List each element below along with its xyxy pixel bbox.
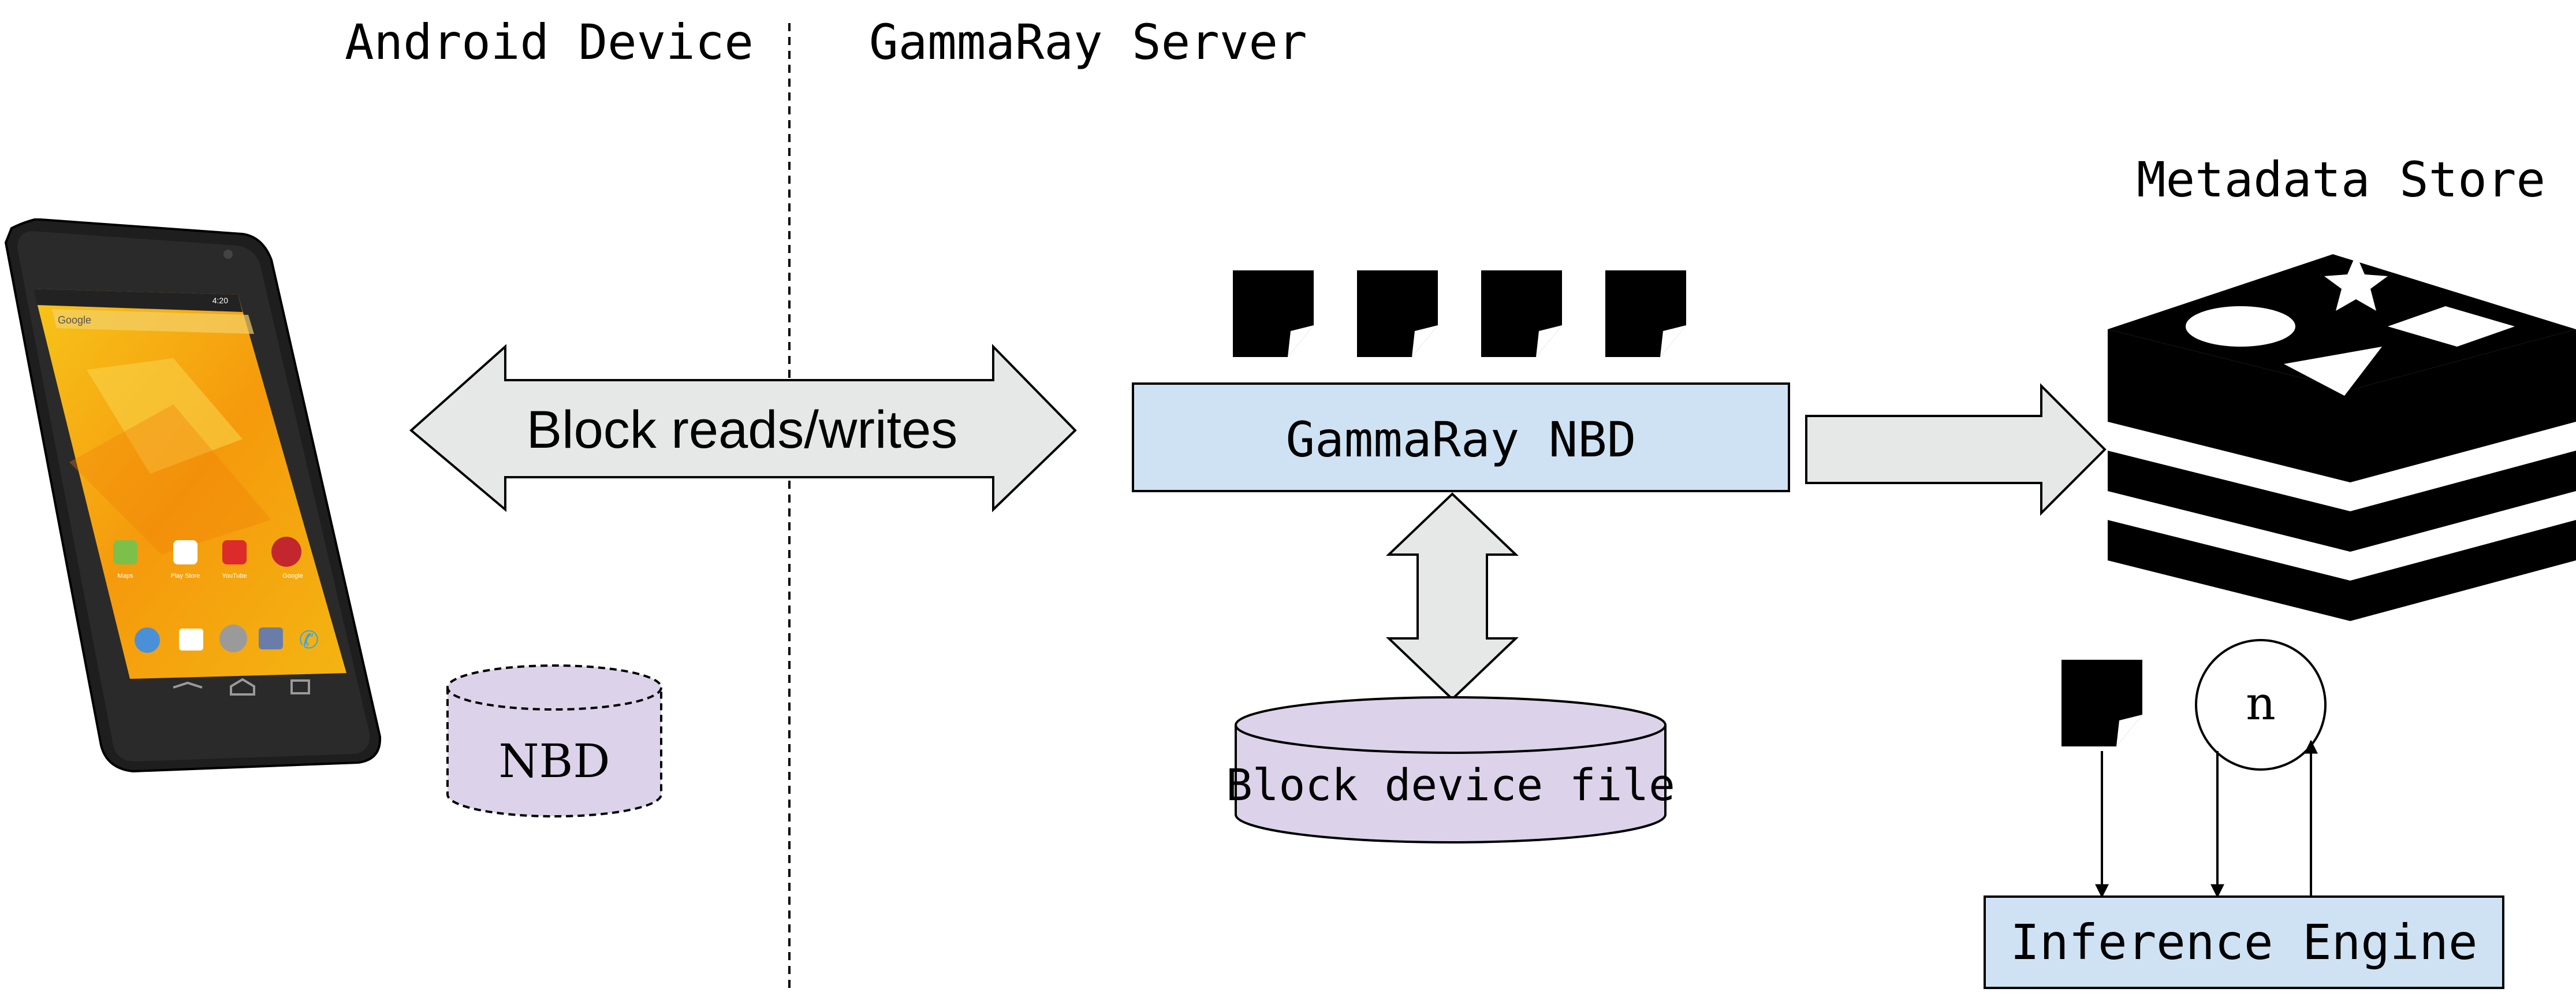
redis-stack-icon: [2108, 254, 2576, 621]
inference-engine-box: Inference Engine: [1984, 895, 2504, 989]
phone-app-icon: ✆: [299, 626, 319, 654]
block-reads-writes-arrow: Block reads/writes: [409, 344, 1077, 512]
nbd-to-file-arrow: [1386, 492, 1519, 701]
node-n-circle: n: [2195, 639, 2327, 771]
smartphone-icon: Google 4:20 Maps Play Store YouTube Goog…: [4, 218, 382, 773]
chrome-app-icon: [135, 627, 160, 653]
android-device-heading: Android Device: [345, 14, 754, 70]
gammaray-server-heading: GammaRay Server: [869, 14, 1307, 70]
document-icon: [2061, 660, 2142, 746]
app-label: Play Store: [171, 573, 200, 579]
document-icon-row: [1233, 270, 1686, 357]
block-reads-writes-label: Block reads/writes: [527, 400, 957, 459]
phone-screen: Google 4:20 Maps Play Store YouTube Goog…: [33, 289, 346, 679]
camera-app-icon: [259, 627, 283, 649]
app-label: Maps: [118, 573, 133, 579]
document-icon: [1357, 270, 1438, 357]
inference-engine-label: Inference Engine: [2010, 914, 2477, 971]
node-n-label: n: [2246, 677, 2276, 730]
gmail-app-icon: [179, 629, 203, 651]
nbd-to-metadata-arrow: [1805, 383, 2107, 516]
phone-dock: ✆: [135, 625, 319, 654]
google-app-icon: [271, 537, 301, 567]
metadata-store-heading: Metadata Store: [2137, 151, 2545, 208]
gammaray-nbd-box: GammaRay NBD: [1132, 382, 1790, 492]
document-icon: [1233, 270, 1314, 357]
block-device-file-cylinder: Block device file: [1226, 696, 1675, 843]
phone-status-time: 4:20: [213, 296, 228, 305]
document-icon: [1605, 270, 1686, 357]
app-label: YouTube: [222, 573, 247, 579]
phone-app-row: Maps Play Store YouTube Google: [113, 537, 303, 579]
local-nbd-label: NBD: [499, 734, 610, 788]
document-icon: [1481, 270, 1562, 357]
play-store-app-icon: [173, 540, 197, 564]
phone-search-text: Google: [58, 314, 91, 326]
phone-earpiece: [223, 250, 233, 259]
block-device-file-label: Block device file: [1226, 759, 1675, 811]
phone-nav-buttons: [173, 678, 310, 696]
app-label: Google: [282, 573, 303, 579]
app-drawer-icon: [219, 625, 247, 652]
local-nbd-cylinder: NBD: [446, 664, 662, 817]
maps-app-icon: [113, 540, 137, 564]
gammaray-nbd-label: GammaRay NBD: [1286, 411, 1636, 468]
youtube-app-icon: [222, 540, 247, 564]
